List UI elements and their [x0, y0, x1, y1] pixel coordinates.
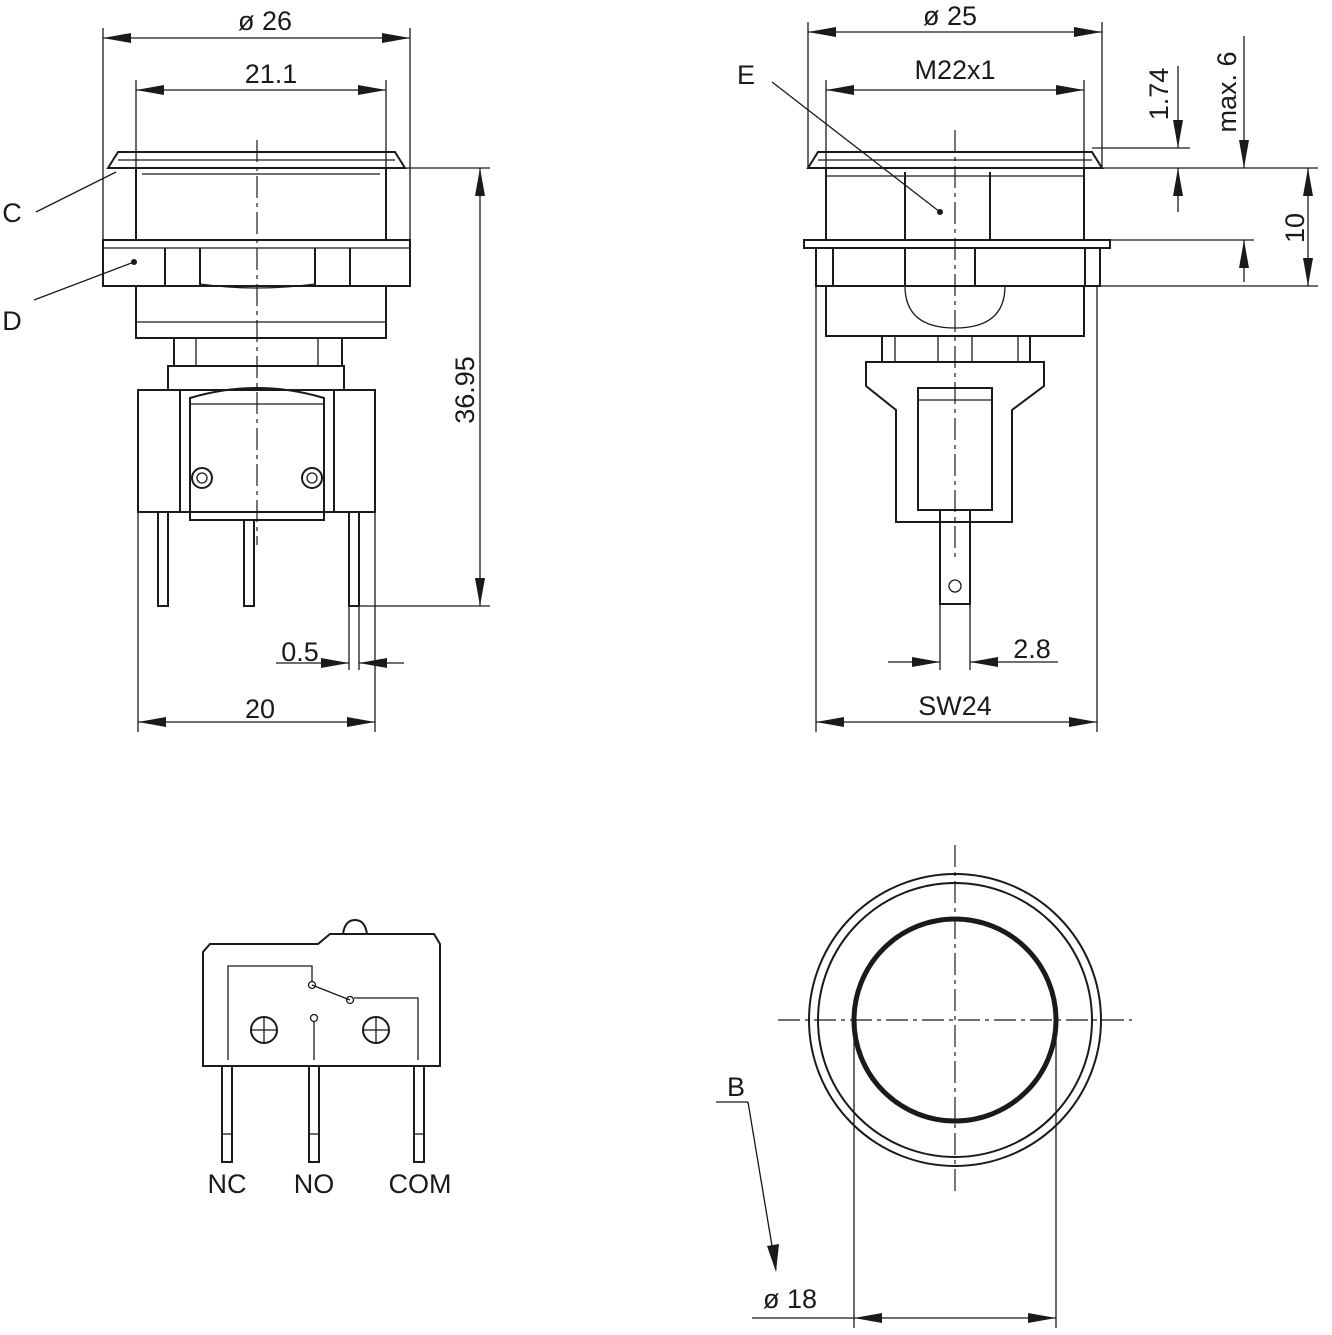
pin-no — [308, 1065, 320, 1163]
lower-body — [135, 285, 387, 339]
dim-36-95: 36.95 — [450, 356, 480, 424]
callout-c: C — [2, 198, 22, 228]
side-view: ø 25 M22x1 1.74 max. 6 10 — [737, 1, 1318, 732]
dim-thread-m22x1: M22x1 — [914, 55, 995, 85]
top-view: ø 18 B — [716, 845, 1132, 1328]
terminal-com-label: COM — [389, 1169, 452, 1199]
dim-sw24: SW24 — [918, 691, 992, 721]
front-view: ø 26 21.1 36.95 0.5 20 C D — [2, 6, 490, 732]
pin-middle — [243, 519, 255, 607]
schematic-housing — [202, 933, 441, 1067]
pin-com — [413, 1065, 425, 1163]
dim-2-8: 2.8 — [1013, 634, 1051, 664]
pin-nc — [221, 1065, 233, 1163]
terminal-no-label: NO — [294, 1169, 335, 1199]
dim-0-5: 0.5 — [281, 637, 319, 667]
switch-schematic: NC NO COM — [202, 918, 452, 1199]
pin-right — [348, 511, 360, 607]
rivet-right — [301, 467, 323, 489]
microswitch — [189, 387, 325, 521]
upper-body — [135, 167, 387, 241]
pin-left — [157, 511, 169, 607]
dim-dia-18: ø 18 — [763, 1284, 817, 1314]
dim-dia-26: ø 26 — [238, 6, 292, 36]
hex-nut-side — [815, 247, 1101, 287]
dim-10: 10 — [1280, 213, 1310, 243]
dim-1-74: 1.74 — [1144, 68, 1174, 121]
bracket — [865, 361, 1045, 523]
callout-b: B — [727, 1072, 745, 1102]
callout-e: E — [737, 60, 755, 90]
dim-20: 20 — [245, 694, 275, 724]
callout-d: D — [2, 306, 22, 336]
plunger — [342, 918, 368, 935]
dim-21-1: 21.1 — [245, 59, 298, 89]
dim-dia-25: ø 25 — [923, 1, 977, 31]
terminal-nc-label: NC — [208, 1169, 247, 1199]
washer — [803, 239, 1111, 249]
rivet-left — [191, 467, 213, 489]
dim-max-6: max. 6 — [1212, 51, 1242, 132]
